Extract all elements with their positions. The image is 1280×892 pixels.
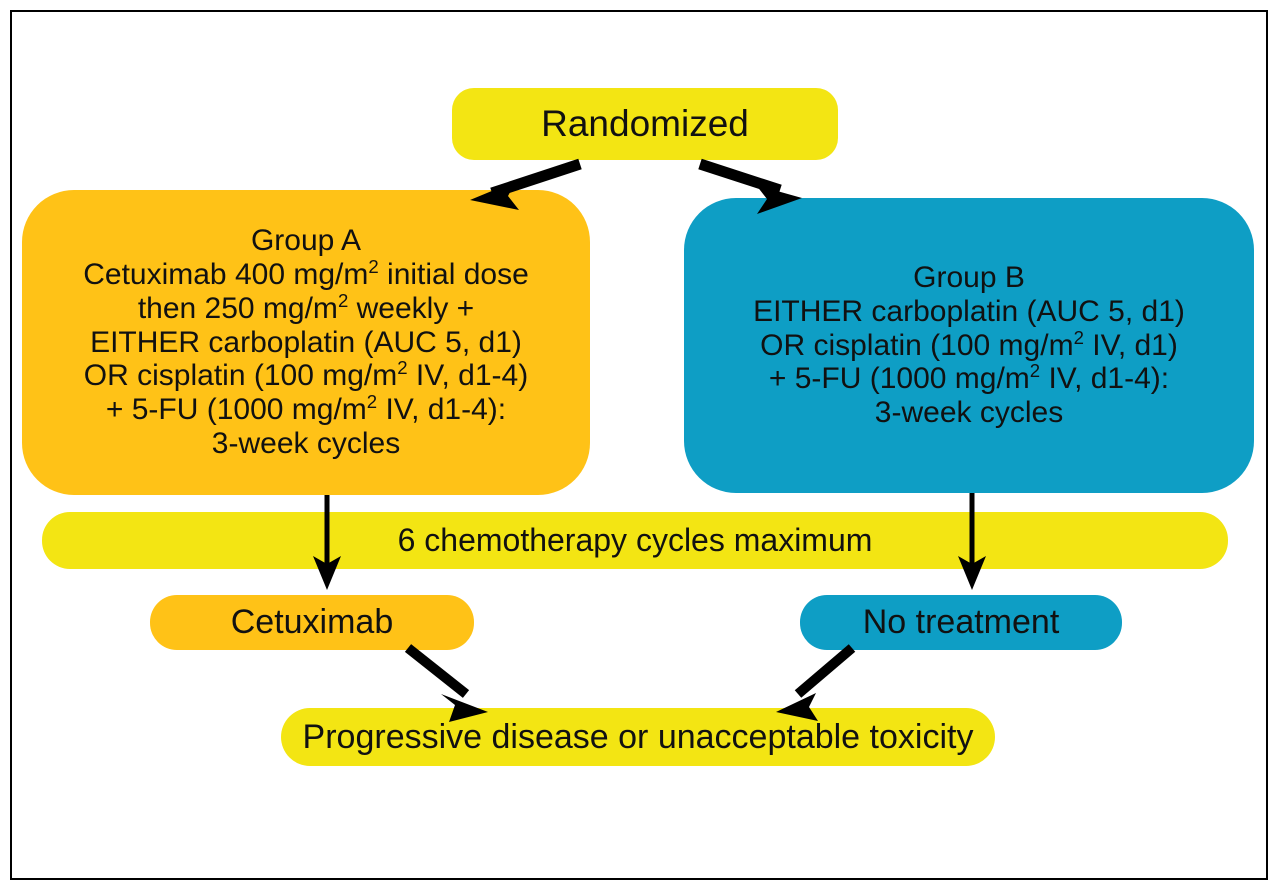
group-b-line-3: OR cisplatin (100 mg/m2 IV, d1) <box>760 326 1178 362</box>
superscript-two: 2 <box>1073 326 1084 348</box>
group-a-line-6: + 5-FU (1000 mg/m2 IV, d1-4): <box>105 391 507 427</box>
node-outcome: Progressive disease or unacceptable toxi… <box>281 708 995 766</box>
superscript-two: 2 <box>337 289 349 311</box>
banner-label: 6 chemotherapy cycles maximum <box>397 522 873 559</box>
node-cetuximab: Cetuximab <box>150 595 474 650</box>
node-cetuximab-label: Cetuximab <box>230 603 394 642</box>
group-a-line-7: 3-week cycles <box>211 427 401 461</box>
group-a-line-1: Group A <box>250 223 362 257</box>
node-randomized-label: Randomized <box>541 103 749 145</box>
node-randomized: Randomized <box>452 88 838 160</box>
group-b-line-4: + 5-FU (1000 mg/m2 IV, d1-4): <box>768 360 1170 396</box>
superscript-two: 2 <box>1029 360 1041 382</box>
group-a-line-3: then 250 mg/m2 weekly + <box>137 289 475 325</box>
superscript-two: 2 <box>368 255 379 277</box>
group-a-line-2: Cetuximab 400 mg/m2 initial dose <box>83 255 529 291</box>
node-outcome-label: Progressive disease or unacceptable toxi… <box>302 717 974 756</box>
superscript-two: 2 <box>366 391 378 413</box>
group-b-line-5: 3-week cycles <box>874 396 1064 430</box>
node-chemo-cycles-banner: 6 chemotherapy cycles maximum <box>42 512 1228 569</box>
node-no-treatment: No treatment <box>800 595 1122 650</box>
node-group-a: Group A Cetuximab 400 mg/m2 initial dose… <box>22 190 590 495</box>
group-b-line-2: EITHER carboplatin (AUC 5, d1) <box>753 294 1185 328</box>
node-group-b: Group B EITHER carboplatin (AUC 5, d1) O… <box>684 198 1254 493</box>
group-a-line-5: OR cisplatin (100 mg/m2 IV, d1-4) <box>83 357 529 393</box>
group-b-line-1: Group B <box>913 260 1025 294</box>
superscript-two: 2 <box>397 357 408 379</box>
node-no-treatment-label: No treatment <box>862 603 1060 642</box>
group-a-line-4: EITHER carboplatin (AUC 5, d1) <box>90 325 522 359</box>
